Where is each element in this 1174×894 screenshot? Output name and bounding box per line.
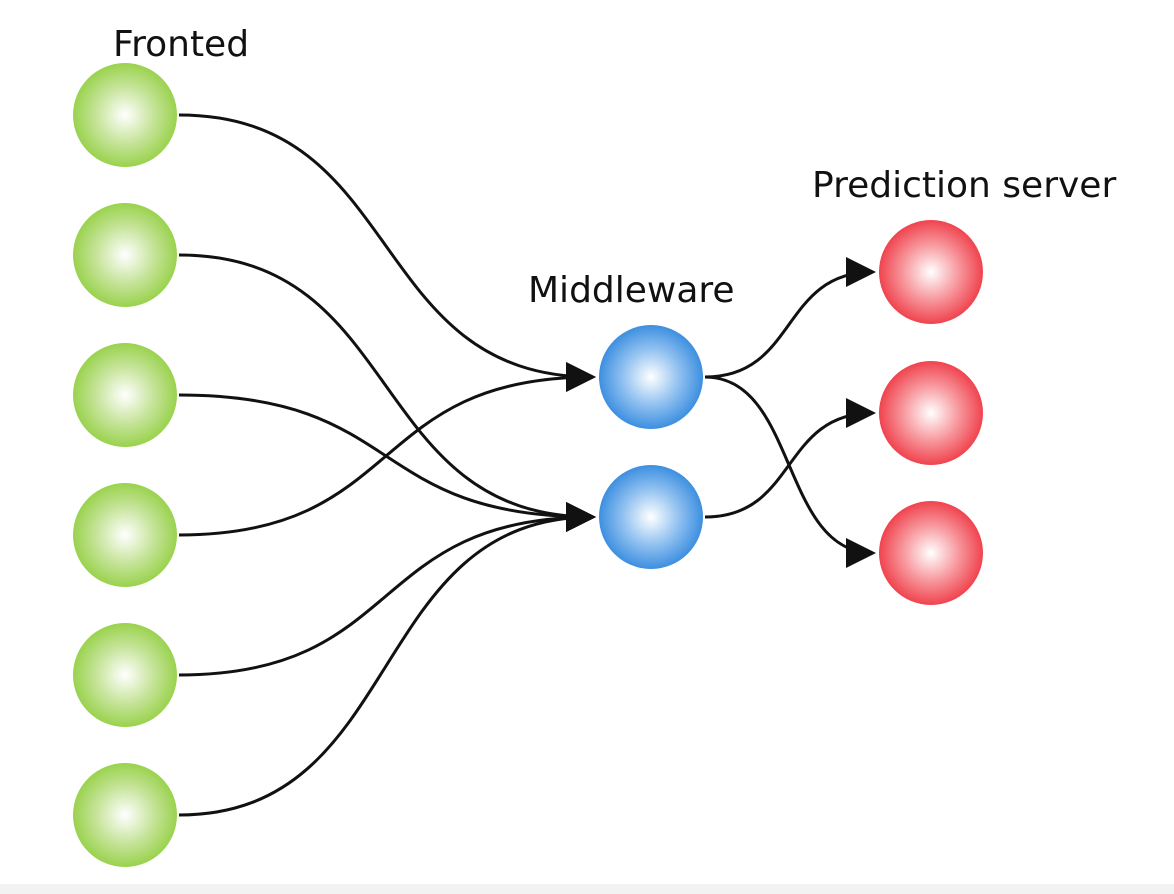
prediction-node-3 <box>879 501 983 605</box>
frontend-label: Fronted <box>113 24 249 65</box>
frontend-node-4 <box>73 483 177 587</box>
prediction-server-label: Prediction server <box>812 165 1116 206</box>
frontend-node-3 <box>73 343 177 447</box>
prediction-node-1 <box>879 220 983 324</box>
nodes <box>73 63 983 867</box>
middleware-node-2 <box>599 465 703 569</box>
frontend-node-6 <box>73 763 177 867</box>
edge-middleware-1-to-prediction-1 <box>704 398 876 519</box>
middleware-label: Middleware <box>528 270 735 311</box>
edges <box>178 113 876 817</box>
frontend-node-5 <box>73 623 177 727</box>
edge-frontend-1-to-middleware-1 <box>178 253 596 532</box>
edge-frontend-4-to-middleware-1 <box>178 502 596 677</box>
prediction-node-2 <box>879 361 983 465</box>
frontend-node-2 <box>73 203 177 307</box>
edge-middleware-0-to-prediction-0 <box>704 257 876 379</box>
edge-frontend-5-to-middleware-1 <box>178 502 596 817</box>
frontend-node-1 <box>73 63 177 167</box>
bottom-strip <box>0 884 1174 894</box>
edge-frontend-3-to-middleware-0 <box>178 362 596 537</box>
middleware-node-1 <box>599 325 703 429</box>
edge-frontend-0-to-middleware-0 <box>178 113 596 392</box>
